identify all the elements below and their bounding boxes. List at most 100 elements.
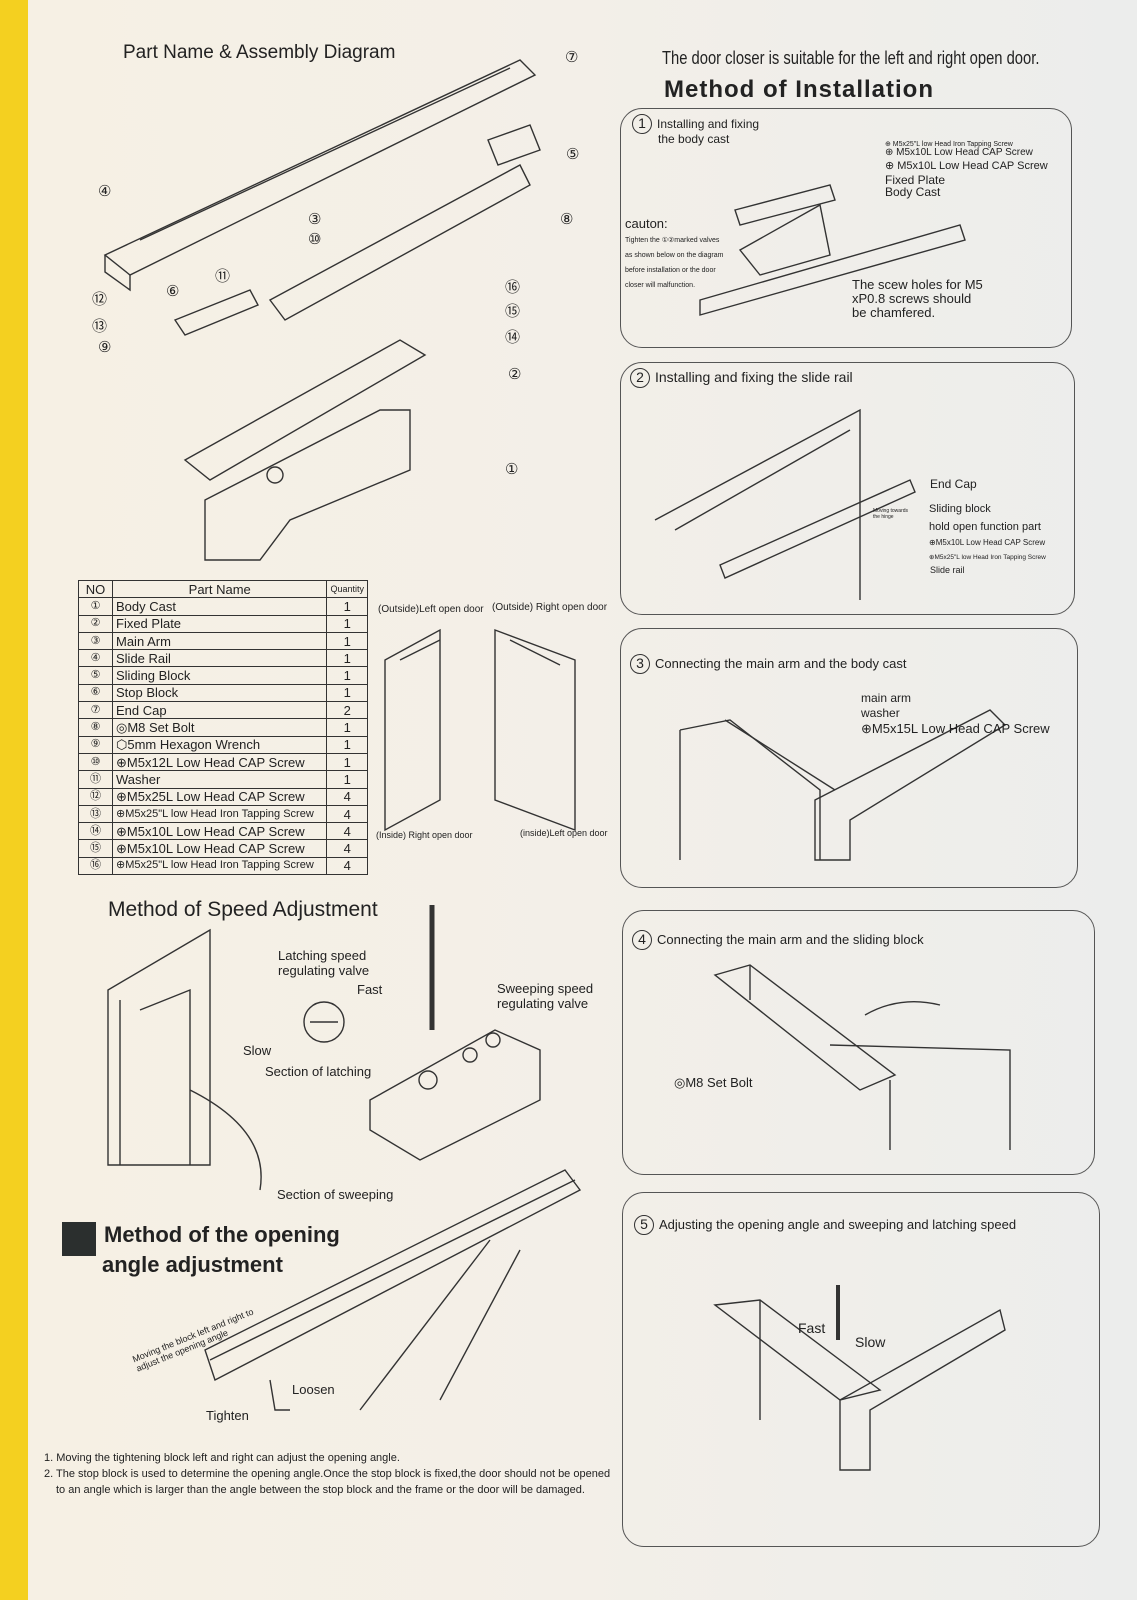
cell-no: ⑤ [78, 666, 113, 685]
step1-label-cap1: ⊕ M5x10L Low Head CAP Screw [885, 147, 1033, 158]
callout-1: ① [505, 461, 519, 478]
callout-9: ⑨ [98, 339, 112, 356]
callout-15: ⑮ [505, 303, 521, 320]
step3-label-washer: washer [861, 706, 900, 720]
callout-4: ④ [98, 183, 112, 200]
cell-name: ⊕M5x10L Low Head CAP Screw [111, 822, 328, 841]
step1-label-body-cast: Body Cast [885, 185, 941, 199]
step-1-panel [620, 108, 1072, 348]
cell-qty: 1 [326, 666, 368, 685]
cell-no: ③ [78, 631, 113, 651]
step3-label-main-arm: main arm [861, 691, 912, 705]
angle-title-line2: angle adjustment [102, 1252, 283, 1277]
cell-name: ◎M8 Set Bolt [111, 718, 328, 737]
cell-no: ① [78, 597, 113, 616]
cell-name: Slide Rail [111, 649, 328, 668]
step2-drawing [654, 408, 916, 600]
angle-title-line1: Method of the opening [104, 1222, 340, 1247]
step4-drawing [713, 964, 1011, 1150]
cell-qty: 2 [326, 701, 368, 720]
valve-body-drawing [303, 905, 541, 1161]
installation-title: Method of Installation [664, 76, 934, 103]
step2-label-tapping-screw: ⊕M5x25"L low Head Iron Tapping Screw [929, 554, 1046, 561]
cell-no: ⑦ [78, 701, 113, 720]
cell-name: ⊕M5x12L Low Head CAP Screw [111, 752, 328, 772]
note-2: 2. The stop block is used to determine t… [44, 1468, 611, 1480]
step-4-panel [622, 910, 1095, 1175]
label-inside-right: (Inside) Right open door [376, 830, 473, 840]
cell-no: ⑨ [78, 735, 113, 754]
caution-title: cauton: [625, 216, 668, 231]
sweeping-valve-label: Sweeping speed regulating valve [497, 981, 594, 1011]
cell-name: ⊕M5x25L Low Head CAP Screw [111, 787, 328, 806]
stop-block-drawing [173, 289, 259, 336]
step3-drawing [679, 709, 1007, 861]
label-outside-left: (Outside)Left open door [378, 604, 484, 615]
slide-rail-drawing [103, 59, 537, 292]
cell-qty: 1 [326, 649, 368, 668]
note-2-cont: to an angle which is larger than the ang… [56, 1484, 585, 1496]
step1-label-tapping: ⊕ M5x25"L low Head Iron Tapping Screw [885, 141, 1013, 148]
step5-drawing [713, 1285, 1006, 1471]
label-outside-right: (Outside) Right open door [492, 602, 608, 613]
section-latching-label: Section of latching [265, 1064, 372, 1079]
suitability-text: The door closer is suitable for the left… [662, 48, 1040, 68]
cell-qty: 1 [326, 735, 368, 754]
cell-no: ⑬ [78, 804, 113, 824]
cell-qty: 1 [326, 614, 368, 633]
main-arm-drawing [268, 164, 531, 321]
step-5-panel [622, 1192, 1100, 1547]
section-sweeping-label: Section of sweeping [277, 1187, 394, 1202]
step1-label-cap2: ⊕ M5x10L Low Head CAP Screw [885, 160, 1048, 172]
callout-7: ⑦ [565, 49, 579, 66]
cell-no: ⑫ [78, 787, 113, 806]
step2-label-hold-open: hold open function part [929, 521, 1041, 533]
step4-label-set-bolt: ◎M8 Set Bolt [674, 1075, 753, 1090]
step5-label-slow: Slow [855, 1334, 886, 1350]
callout-8: ⑧ [560, 211, 574, 228]
cell-qty: 1 [326, 770, 368, 789]
cell-qty: 1 [326, 718, 368, 737]
cell-name: ⊕M5x25"L low Head Iron Tapping Screw [111, 856, 328, 876]
step2-label-slide-rail: Slide rail [930, 565, 965, 575]
cell-name: Washer [111, 770, 328, 789]
cell-qty: 4 [326, 787, 368, 806]
cell-name: Fixed Plate [111, 614, 328, 633]
cell-qty: 4 [326, 804, 368, 824]
cell-qty: 1 [326, 752, 368, 772]
yellow-background-edge [0, 0, 30, 1600]
body-cast-drawing [204, 409, 411, 561]
cell-name: Stop Block [111, 683, 328, 703]
callout-13: ⑬ [92, 318, 108, 335]
step2-label-cap-screw: ⊕M5x10L Low Head CAP Screw [929, 538, 1046, 547]
speed-title: Method of Speed Adjustment [108, 898, 378, 921]
sliding-block-drawing [487, 124, 541, 166]
step2-label-end-cap: End Cap [930, 477, 977, 491]
cell-no: ④ [78, 649, 113, 668]
fast-label: Fast [357, 982, 383, 997]
step1-drawing [699, 184, 966, 316]
cell-no: ② [78, 614, 113, 633]
cell-no: ⑭ [78, 822, 113, 841]
speed-door-drawing [107, 928, 262, 1191]
